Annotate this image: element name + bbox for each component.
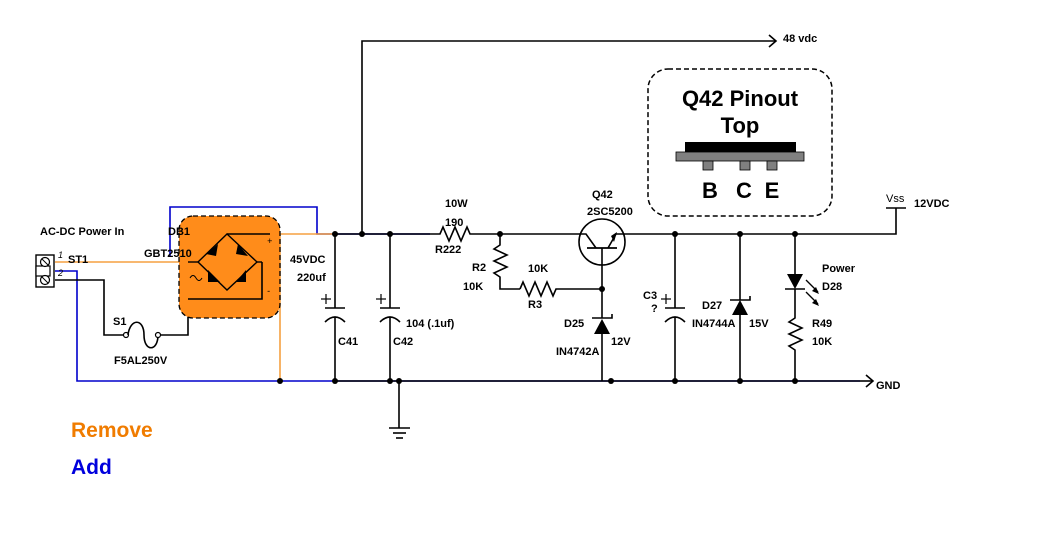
capacitor-c41 [321, 234, 346, 381]
d28-name-label: Power [822, 263, 856, 275]
c42-value-label: 104 (.1uf) [406, 318, 455, 330]
c3-ref-label: C3 [643, 290, 657, 302]
q42-pinout-box [647, 68, 833, 217]
resistor-r222 [430, 224, 500, 244]
bridge-part-label: GBT2510 [144, 248, 192, 260]
switch-ref-label: S1 [113, 316, 126, 328]
junction-dots [277, 231, 798, 384]
c42-ref-label: C42 [393, 336, 413, 348]
d25-ref-label: D25 [564, 318, 584, 330]
pin2-label: 2 [57, 268, 63, 278]
c41-ref-label: C41 [338, 336, 358, 348]
fuse-symbol [122, 321, 162, 349]
legend-remove: Remove [71, 419, 153, 442]
c41-voltage-label: 45VDC [290, 254, 326, 266]
d27-voltage-label: 15V [749, 318, 769, 330]
r49-value-label: 10K [812, 336, 832, 348]
pinout-title-line2: Top [721, 113, 760, 138]
pin1-label: 1 [58, 250, 63, 260]
q42-ref-label: Q42 [592, 189, 613, 201]
capacitor-c3 [661, 234, 686, 381]
q42-part-label: 2SC5200 [587, 206, 633, 218]
r222-power-label: 10W [445, 198, 468, 210]
c41-value-label: 220uf [297, 272, 326, 284]
d25-voltage-label: 12V [611, 336, 631, 348]
capacitor-c42 [376, 234, 401, 381]
d27-part-label: IN4744A [692, 318, 735, 330]
r49-ref-label: R49 [812, 318, 832, 330]
pinout-title-line1: Q42 Pinout [682, 86, 799, 111]
gnd-label: GND [876, 380, 901, 392]
r2-value-label: 10K [463, 281, 483, 293]
r3-value-label: 10K [528, 263, 548, 275]
pinout-pin-b: B [702, 178, 718, 203]
ground-symbol [389, 381, 410, 439]
pinout-pin-e: E [765, 178, 780, 203]
bridge-ref-label: DB1 [168, 226, 190, 238]
zener-diode-d25 [592, 289, 613, 381]
resistor-r3 [519, 279, 602, 299]
connector-ref-label: ST1 [68, 254, 88, 266]
c3-value-label: ? [651, 303, 658, 315]
d28-ref-label: D28 [822, 281, 842, 293]
legend-add: Add [71, 456, 112, 479]
resistor-r49 [787, 289, 804, 381]
input-title-label: AC-DC Power In [40, 226, 125, 238]
bridge-rectifier-db1 [178, 215, 281, 319]
bridge-plus-label: + [267, 236, 272, 246]
led-d28 [785, 234, 819, 306]
vss-label: Vss [886, 193, 905, 205]
zener-diode-d27 [730, 234, 751, 381]
r2-ref-label: R2 [472, 262, 486, 274]
fuse-value-label: F5AL250V [114, 355, 168, 367]
r222-value-label: 190 [445, 217, 463, 229]
output-48v-label: 48 vdc [783, 33, 817, 45]
r222-ref-label: R222 [435, 244, 461, 256]
pinout-pin-c: C [736, 178, 752, 203]
connector-st1 [35, 254, 55, 288]
transistor-q42 [578, 218, 626, 289]
output-12v-label: 12VDC [914, 198, 950, 210]
bridge-minus-label: - [267, 286, 270, 296]
d27-ref-label: D27 [702, 300, 722, 312]
resistor-r2 [492, 234, 520, 290]
d25-part-label: IN4742A [556, 346, 599, 358]
r3-ref-label: R3 [528, 299, 542, 311]
